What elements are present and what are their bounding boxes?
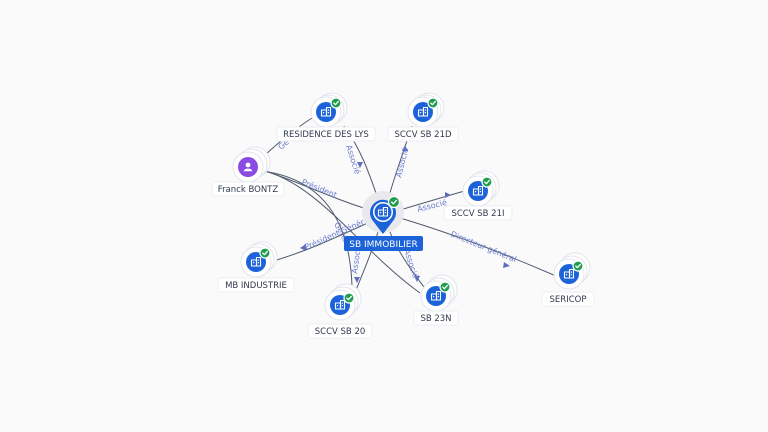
edge-franck-general[interactable] <box>261 170 353 287</box>
person-icon <box>243 162 253 172</box>
edge-franck-23n[interactable] <box>261 169 421 294</box>
edge-arrowhead <box>503 262 510 268</box>
node-label: SCCV SB 21I <box>451 209 504 219</box>
node-label: MB INDUSTRIE <box>225 281 287 291</box>
verified-badge <box>330 97 342 109</box>
building-icon <box>563 268 575 279</box>
building-icon <box>334 299 346 310</box>
verified-badge <box>481 176 493 188</box>
node-label: SERICOP <box>550 295 587 305</box>
node-franck-bontz[interactable]: Franck BONTZ <box>211 146 285 197</box>
building-icon <box>472 185 484 196</box>
node-sccv-sb-21i[interactable]: SCCV SB 21I <box>443 170 513 221</box>
edge-label-23n: Associé <box>402 248 421 280</box>
node-residence-des-lys[interactable]: RESIDENCE DES LYS <box>276 92 376 142</box>
node-label: SCCV SB 21D <box>394 130 452 140</box>
node-label: RESIDENCE DES LYS <box>283 130 369 140</box>
edge-arrowhead <box>357 162 363 168</box>
node-sb-23n[interactable]: SB 23N <box>413 274 459 326</box>
edge-label-lys: Associé <box>344 144 363 176</box>
building-icon <box>417 106 429 117</box>
node-label: Franck BONTZ <box>218 185 279 195</box>
verified-badge <box>259 247 271 259</box>
edge-arrowhead <box>414 276 420 282</box>
node-mb-industrie[interactable]: MB INDUSTRIE <box>217 241 295 293</box>
edge-21i[interactable] <box>399 189 469 211</box>
building-icon <box>430 290 442 301</box>
building-icon <box>250 256 262 267</box>
edge-arrowhead <box>445 192 451 198</box>
edge-arrowhead <box>402 145 408 151</box>
edge-label-sericop: Directeur général <box>449 229 518 265</box>
node-sericop[interactable]: SERICOP <box>541 252 595 307</box>
center-label-box <box>344 236 423 251</box>
edge-sericop[interactable] <box>399 217 557 277</box>
node-sccv-sb-21d[interactable]: SCCV SB 21D <box>387 92 459 142</box>
building-icon <box>377 206 389 217</box>
verified-badge <box>427 97 439 109</box>
edge-franck-president[interactable] <box>261 169 371 211</box>
verified-badge <box>387 195 401 209</box>
edge-arrowhead <box>300 244 306 251</box>
building-icon <box>320 106 332 117</box>
verified-badge <box>343 292 355 304</box>
edge-label-21d: Associé <box>393 147 410 179</box>
verified-badge <box>572 260 584 272</box>
edges: Associé Associé Président Gé Général Ass… <box>259 117 557 294</box>
node-label: SCCV SB 20 <box>315 327 366 337</box>
edge-mb[interactable] <box>269 221 371 263</box>
center-label: SB IMMOBILIER <box>349 240 417 250</box>
node-sb-immobilier[interactable]: SB IMMOBILIER <box>344 191 423 251</box>
verified-badge <box>439 281 451 293</box>
node-label: SB 23N <box>420 314 451 324</box>
node-sccv-sb-20[interactable]: SCCV SB 20 <box>307 283 373 339</box>
edge-arrowhead <box>354 277 360 283</box>
edge-label-21i: Associé <box>416 197 448 214</box>
